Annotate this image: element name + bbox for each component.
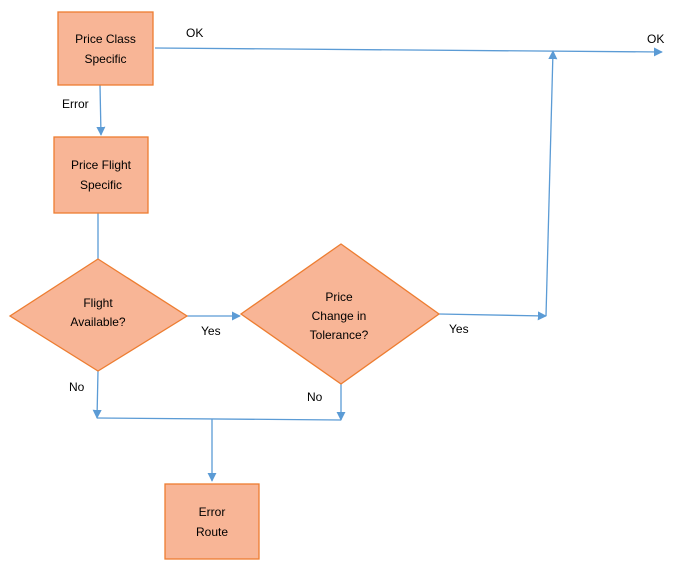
error-route-box xyxy=(164,483,260,560)
edge-label-error: Error xyxy=(62,97,89,111)
price-change-line-1: Price xyxy=(325,289,353,304)
edge-label-ok-end: OK xyxy=(647,32,665,46)
edge-label-yes-1: Yes xyxy=(201,324,221,338)
price-class-line-2: Specific xyxy=(84,51,127,66)
connector-tolerance-yes xyxy=(438,311,547,321)
edge-label-no-1: No xyxy=(69,380,85,394)
flight-available-line-1: Flight xyxy=(83,296,113,310)
price-flight-line-2: Specific xyxy=(79,178,123,192)
price-change-line-2: Change in xyxy=(311,308,367,323)
edge-label-yes-2: Yes xyxy=(449,322,469,336)
connector-merge-line xyxy=(96,417,342,421)
connector-class-to-flight xyxy=(96,84,106,136)
flight-available-line-2: Available? xyxy=(70,315,126,329)
error-route-line-1: Error xyxy=(198,504,226,519)
error-route-line-2: Route xyxy=(195,524,229,539)
edge-label-no-2: No xyxy=(307,390,323,404)
edge-label-ok-top: OK xyxy=(186,26,204,40)
price-flight-label: Price Flight Specific xyxy=(54,137,148,213)
connector-available-no xyxy=(92,370,102,419)
price-class-label: Price Class Specific xyxy=(58,12,153,85)
price-flight-line-1: Price Flight xyxy=(70,158,132,172)
price-change-diamond xyxy=(239,243,441,385)
flight-available-diamond xyxy=(8,258,189,372)
price-class-box xyxy=(57,11,154,86)
connector-yes-up-to-ok xyxy=(545,50,558,317)
connector-ok-to-end xyxy=(154,47,663,57)
error-route-label: Error Route xyxy=(165,484,259,559)
price-flight-box xyxy=(53,136,149,214)
price-change-label: Price Change in Tolerance? xyxy=(289,286,389,346)
price-change-line-3: Tolerance? xyxy=(309,327,369,342)
price-class-line-1: Price Class xyxy=(75,31,136,46)
flight-available-label: Flight Available? xyxy=(48,288,148,338)
